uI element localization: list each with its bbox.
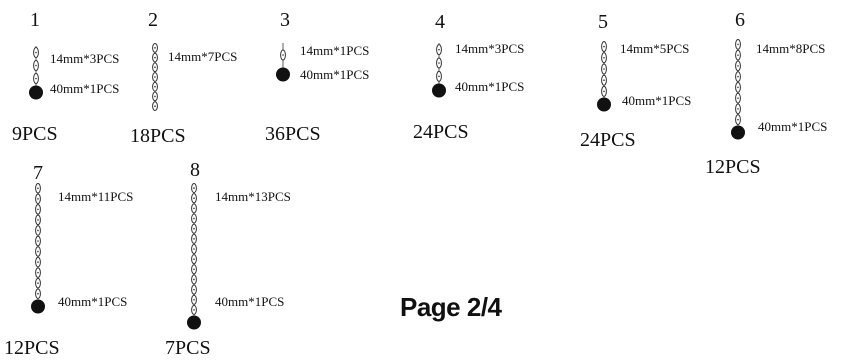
bead-center (35, 64, 37, 67)
bead-center (193, 288, 195, 291)
quantity-label: 18PCS (130, 125, 186, 147)
bead-center (37, 240, 39, 242)
bead-center (37, 198, 39, 200)
bead-center (603, 57, 605, 59)
large-ball (731, 125, 745, 140)
bead-chain-drawing (731, 39, 745, 140)
bead-center (154, 105, 156, 107)
large-ball (276, 67, 290, 82)
bead-center (193, 309, 195, 311)
bead-label: 14mm*7PCS (168, 49, 238, 64)
bead-center (37, 282, 39, 284)
bead-chain-drawing (432, 43, 446, 98)
item-number: 8 (190, 159, 200, 181)
bead-center (37, 292, 39, 295)
bead-chain-drawing (276, 43, 290, 82)
bead-center (37, 250, 39, 253)
bead-center (154, 66, 156, 69)
bead-center (37, 219, 39, 221)
bead-chain-drawing (29, 46, 43, 100)
bead-center (737, 75, 739, 78)
bead-center (438, 75, 440, 78)
large-ball (31, 299, 45, 314)
bead-center (438, 62, 440, 64)
bead-label: 14mm*8PCS (756, 41, 826, 56)
bead-center (193, 227, 195, 230)
bead-center (154, 95, 156, 98)
item-number: 2 (148, 9, 158, 31)
bead-label: 14mm*13PCS (215, 189, 291, 204)
bead-chain-drawing (31, 183, 45, 314)
large-ball (597, 97, 611, 112)
item-number: 5 (598, 11, 608, 33)
ball-label: 40mm*1PCS (215, 294, 285, 309)
bead-center (737, 54, 739, 56)
bead-label: 14mm*11PCS (58, 189, 134, 204)
ball-label: 40mm*1PCS (622, 93, 692, 108)
ball-label: 40mm*1PCS (50, 81, 120, 96)
bead-center (193, 278, 195, 281)
quantity-label: 24PCS (580, 129, 636, 151)
bead-center (37, 187, 39, 190)
bead-center (438, 48, 440, 51)
quantity-label: 12PCS (705, 156, 761, 178)
bead-center (193, 197, 195, 200)
bead-center (193, 207, 195, 210)
bead-center (37, 261, 39, 263)
bead-center (35, 51, 37, 54)
bead-center (193, 217, 195, 220)
bead-center (603, 68, 605, 70)
quantity-label: 7PCS (165, 337, 211, 359)
bead-center (603, 45, 605, 48)
ball-label: 40mm*1PCS (58, 294, 128, 309)
bead-center (282, 54, 284, 56)
bead-chain-drawing (187, 183, 201, 330)
bead-center (603, 79, 605, 81)
bead-label: 14mm*3PCS (455, 41, 525, 56)
bead-center (737, 43, 739, 46)
bead-center (37, 208, 39, 211)
quantity-label: 9PCS (12, 123, 58, 145)
ball-label: 40mm*1PCS (758, 119, 828, 134)
large-ball (29, 85, 43, 100)
bead-center (603, 90, 605, 93)
bead-center (154, 85, 156, 88)
bead-center (193, 268, 195, 271)
large-ball (187, 315, 201, 330)
page-label: Page 2/4 (400, 292, 502, 322)
bead-label: 14mm*1PCS (300, 43, 370, 58)
ball-label: 40mm*1PCS (455, 79, 525, 94)
bead-center (193, 248, 195, 250)
ball-label: 40mm*1PCS (300, 67, 370, 82)
bead-center (193, 187, 195, 189)
item-number: 3 (280, 9, 290, 31)
item-number: 7 (33, 162, 43, 184)
bead-center (193, 258, 195, 260)
bead-label: 14mm*5PCS (620, 41, 690, 56)
bead-center (737, 118, 739, 121)
bead-center (154, 56, 156, 59)
bead-center (37, 271, 39, 274)
quantity-label: 12PCS (4, 337, 60, 359)
bead-center (154, 47, 156, 49)
item-number: 1 (30, 9, 40, 31)
bead-chain-drawing (597, 41, 611, 112)
quantity-label: 36PCS (265, 123, 321, 145)
large-ball (432, 83, 446, 98)
bead-center (737, 97, 739, 99)
quantity-label: 24PCS (413, 121, 469, 143)
bead-label: 14mm*3PCS (50, 51, 120, 66)
bead-chain-drawing (152, 42, 158, 112)
bead-center (737, 86, 739, 89)
bead-center (37, 229, 39, 232)
bead-center (154, 76, 156, 78)
item-number: 4 (435, 11, 445, 33)
bead-center (193, 298, 195, 301)
bead-center (737, 108, 739, 110)
item-number: 6 (735, 9, 745, 31)
bead-center (737, 65, 739, 67)
bead-center (35, 77, 37, 80)
bead-center (193, 238, 195, 240)
